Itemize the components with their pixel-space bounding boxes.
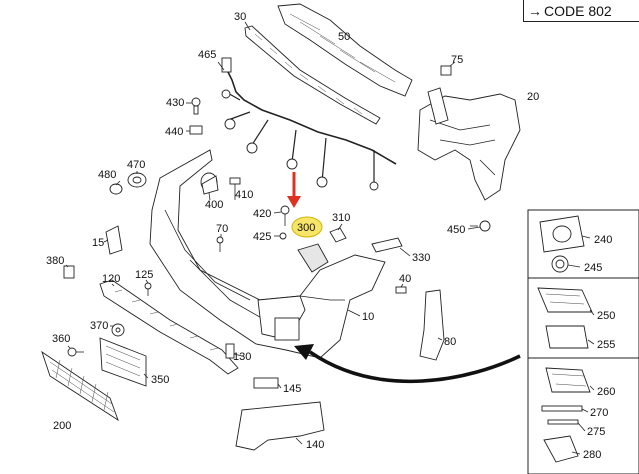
part-470-sensor [127,172,147,188]
part-360-screw [67,347,84,357]
leader-lines [65,21,595,455]
part-145-strip [253,377,279,389]
part-200-grille [41,350,119,422]
callout-250: 250 [597,310,615,322]
part-410-screw [229,177,241,192]
callout-360: 360 [52,333,70,345]
callout-145: 145 [283,383,301,395]
callout-140: 140 [306,439,324,451]
callout-255: 255 [597,339,615,351]
part-465-wiring-harness [221,57,397,191]
callout-15: 15 [92,237,104,249]
callout-400: 400 [205,199,223,211]
part-130-clip [225,343,235,359]
callout-245: 245 [584,262,602,274]
part-350-license-plate-holder [99,337,147,387]
part-20-bracket [417,87,521,201]
part-10-bumper-cover [149,149,386,359]
code-reference-box: → CODE 802 [523,0,639,22]
callout-440: 440 [165,126,183,138]
part-80-bracket [419,289,445,361]
callout-120: 120 [102,273,120,285]
part-15-bracket [105,225,123,255]
callout-450: 450 [447,224,465,236]
callout-330: 330 [412,252,430,264]
callout-70: 70 [216,223,228,235]
part-330-strip [371,237,403,253]
part-75-clip [440,61,456,76]
callout-270: 270 [590,407,608,419]
part-125-screw [144,282,152,296]
callout-350: 350 [151,374,169,386]
part-140-cover [235,401,325,451]
callout-380: 380 [46,255,64,267]
callout-30: 30 [234,11,246,23]
part-300-bracket [297,243,329,273]
callout-425: 425 [253,231,271,243]
part-380-clip [63,265,75,279]
part-430-bolt [191,97,201,115]
callout-50: 50 [338,31,350,43]
part-450-screw [470,220,491,232]
callout-420: 420 [253,208,271,220]
callout-480: 480 [98,169,116,181]
callout-310: 310 [332,212,350,224]
side-panel [527,209,639,474]
direction-arrow [294,344,521,384]
arrow-right-icon: → [528,2,542,19]
callout-370: 370 [90,320,108,332]
callout-410: 410 [235,189,253,201]
part-30-strip [244,25,381,125]
callout-465: 465 [198,49,216,61]
callout-20: 20 [527,91,539,103]
callout-260: 260 [597,386,615,398]
callout-280: 280 [583,449,601,461]
callout-130: 130 [233,351,251,363]
callout-75: 75 [451,54,463,66]
callout-275: 275 [587,426,605,438]
code-label: CODE 802 [544,2,612,19]
part-40-screw [395,286,407,294]
callout-80: 80 [444,336,456,348]
callout-200: 200 [53,420,71,432]
part-370-nut [111,323,125,337]
part-425-nut [279,232,287,240]
part-420-screw [280,205,290,226]
callout-40: 40 [399,273,411,285]
callout-430: 430 [166,97,184,109]
callout-470: 470 [127,159,145,171]
callout-300: 300 [297,222,315,234]
highlight-300 [291,216,323,238]
callout-240: 240 [594,234,612,246]
callout-125: 125 [135,269,153,281]
red-pointer-arrow [287,172,301,208]
part-480-ring [109,183,123,195]
part-70-screw [216,236,224,252]
part-120-lower-spoiler [99,279,239,375]
part-310-clip [329,227,347,243]
callout-labels: 30 50 75 20 465 430 440 470 480 400 410 … [46,11,615,461]
part-50-upper-support [277,3,413,97]
part-400-sensor-holder [200,172,219,195]
callout-10: 10 [362,311,374,323]
part-440-clip [189,125,203,135]
